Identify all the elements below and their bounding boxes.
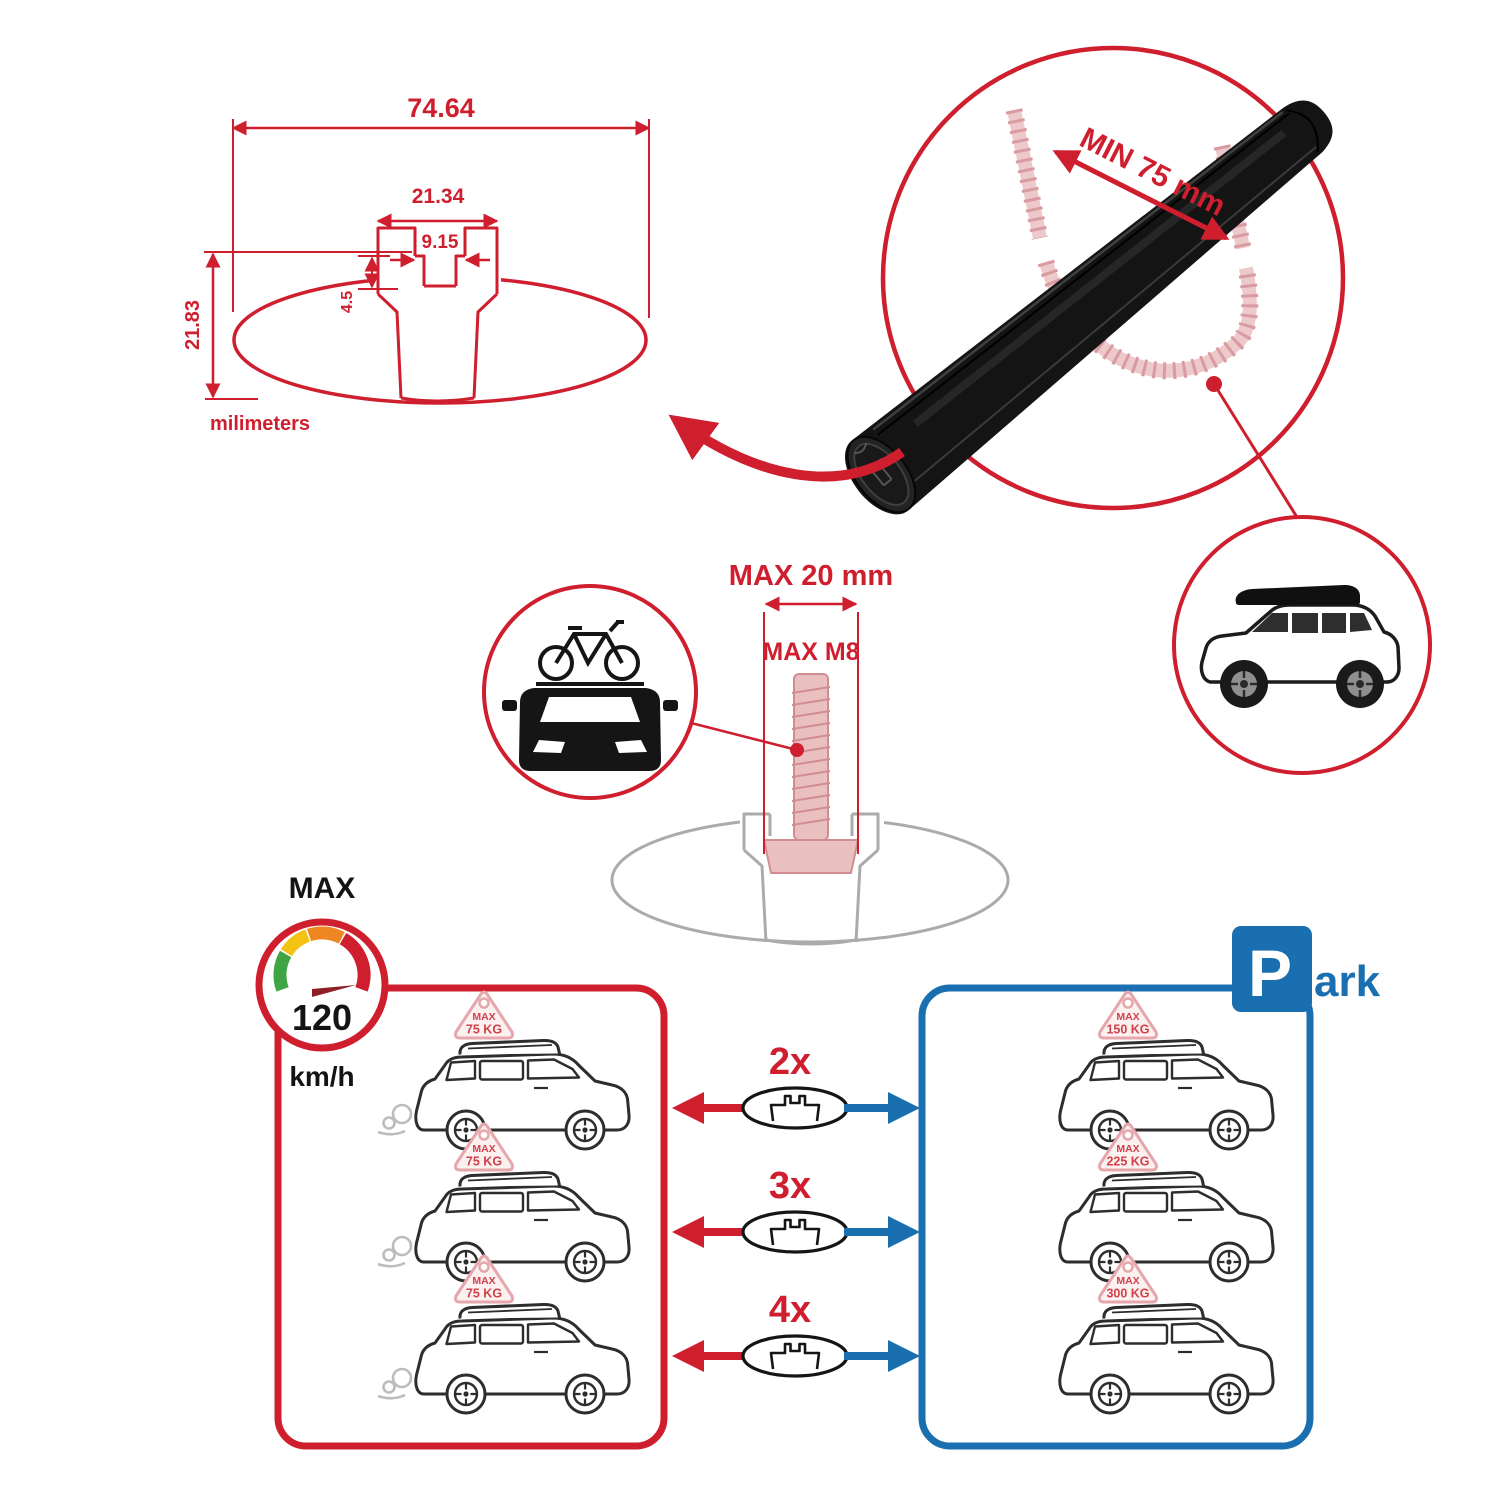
crossbar-inset: MIN 75 mm — [844, 45, 1346, 523]
tbolt-diagram: MAX 20 mm MAX M8 — [610, 560, 1010, 946]
roof-box — [1235, 585, 1360, 605]
badge-line2: 75 KG — [466, 1023, 502, 1037]
left-arrowhead-icon — [672, 1216, 704, 1248]
min-span-arrow — [1052, 149, 1230, 241]
badge-line2: 225 KG — [1106, 1155, 1149, 1169]
parked-car-2: MAX 225 KG — [1060, 1122, 1273, 1281]
inset-to-drawing-arrow — [668, 414, 905, 482]
right-arrowhead-icon — [888, 1092, 920, 1124]
headlight-left — [533, 740, 565, 753]
thread-hatching — [791, 686, 831, 826]
right-arrowhead-icon — [888, 1340, 920, 1372]
parking-sign-suffix: ark — [1314, 957, 1381, 1006]
load-badge: MAX 150 KG — [1098, 990, 1158, 1040]
gauge-needle-icon — [312, 985, 356, 997]
units-label: milimeters — [210, 413, 310, 435]
multiplier-label: 3x — [769, 1165, 811, 1207]
driving-car-1: MAX 75 KG — [376, 990, 629, 1149]
crossbar-section-icon — [741, 1210, 849, 1254]
left-arrowhead-icon — [672, 1092, 704, 1124]
suv-illustration — [1199, 585, 1401, 708]
parking-sign-p: P — [1248, 936, 1292, 1010]
speedometer: MAX 120 km/h — [255, 872, 389, 1092]
badge-line2: 300 KG — [1106, 1287, 1149, 1301]
badge-line2: 75 KG — [466, 1287, 502, 1301]
badge-line1: MAX — [472, 1143, 495, 1155]
multiplier-row-1: 2x — [672, 1041, 920, 1130]
car-bike-inset — [482, 584, 698, 800]
dim-slot-outer: 21.34 — [412, 185, 465, 208]
headlight-right — [615, 740, 647, 753]
bolt-flange — [763, 839, 859, 874]
parked-car-3: MAX 300 KG — [1060, 1254, 1273, 1413]
crossbar-section-icon — [741, 1086, 849, 1130]
load-badge: MAX 225 KG — [1098, 1122, 1158, 1172]
bolt-max-thread-label: MAX M8 — [762, 638, 859, 666]
dim-lip-depth: 4.5 — [339, 291, 356, 313]
load-badge: MAX 300 KG — [1098, 1254, 1158, 1304]
badge-line2: 75 KG — [466, 1155, 502, 1169]
lip-ticks — [358, 255, 398, 290]
parking-sign: P ark — [1232, 926, 1381, 1012]
multiplier-row-3: 4x — [672, 1289, 920, 1378]
dim-slot-inner: 9.15 — [422, 232, 459, 253]
multiplier-label: 2x — [769, 1041, 811, 1083]
ghost-t-slot — [742, 812, 880, 946]
suv-wheels — [1220, 660, 1384, 708]
dim-profile-height: 21.83 — [182, 300, 204, 350]
badge-line1: MAX — [472, 1275, 495, 1287]
bike-icon — [538, 620, 640, 681]
parked-car-1: MAX 150 KG — [1060, 990, 1273, 1149]
load-badge: MAX 75 KG — [454, 1254, 514, 1304]
badge-line1: MAX — [1116, 1143, 1139, 1155]
multiplier-label: 4x — [769, 1289, 811, 1331]
extension-lines — [232, 119, 650, 318]
t-bolt — [763, 673, 859, 874]
car-front-icon — [502, 682, 678, 771]
gauge-arcs — [273, 926, 371, 992]
speed-max-label: MAX — [289, 872, 356, 905]
bolt-anchor-dot — [790, 743, 804, 757]
speed-units: km/h — [289, 1061, 354, 1092]
speed-value: 120 — [292, 997, 352, 1038]
anchor-dot — [1206, 376, 1222, 392]
badge-line1: MAX — [472, 1011, 495, 1023]
suv-roofbox-inset — [1172, 515, 1432, 775]
badge-line2: 150 KG — [1106, 1023, 1149, 1037]
crossbar-section-icon — [741, 1334, 849, 1378]
parking-sign-square — [1232, 926, 1312, 1012]
right-arrowhead-icon — [888, 1216, 920, 1248]
left-arrowhead-icon — [672, 1340, 704, 1372]
load-badge: MAX 75 KG — [454, 1122, 514, 1172]
badge-line1: MAX — [1116, 1275, 1139, 1287]
badge-line1: MAX — [1116, 1011, 1139, 1023]
driving-car-3: MAX 75 KG — [376, 1254, 629, 1413]
technical-drawing: 74.64 21.34 9.15 4.5 21.83 milimeters — [182, 93, 651, 435]
leader-to-suv — [1212, 383, 1302, 523]
bolt-max-width-label: MAX 20 mm — [729, 560, 893, 592]
bolt-extension-lines — [763, 612, 859, 854]
load-badge: MAX 75 KG — [454, 990, 514, 1040]
driving-car-2: MAX 75 KG — [376, 1122, 629, 1281]
multiplier-row-2: 3x — [672, 1165, 920, 1254]
dim-total-width: 74.64 — [407, 93, 475, 123]
